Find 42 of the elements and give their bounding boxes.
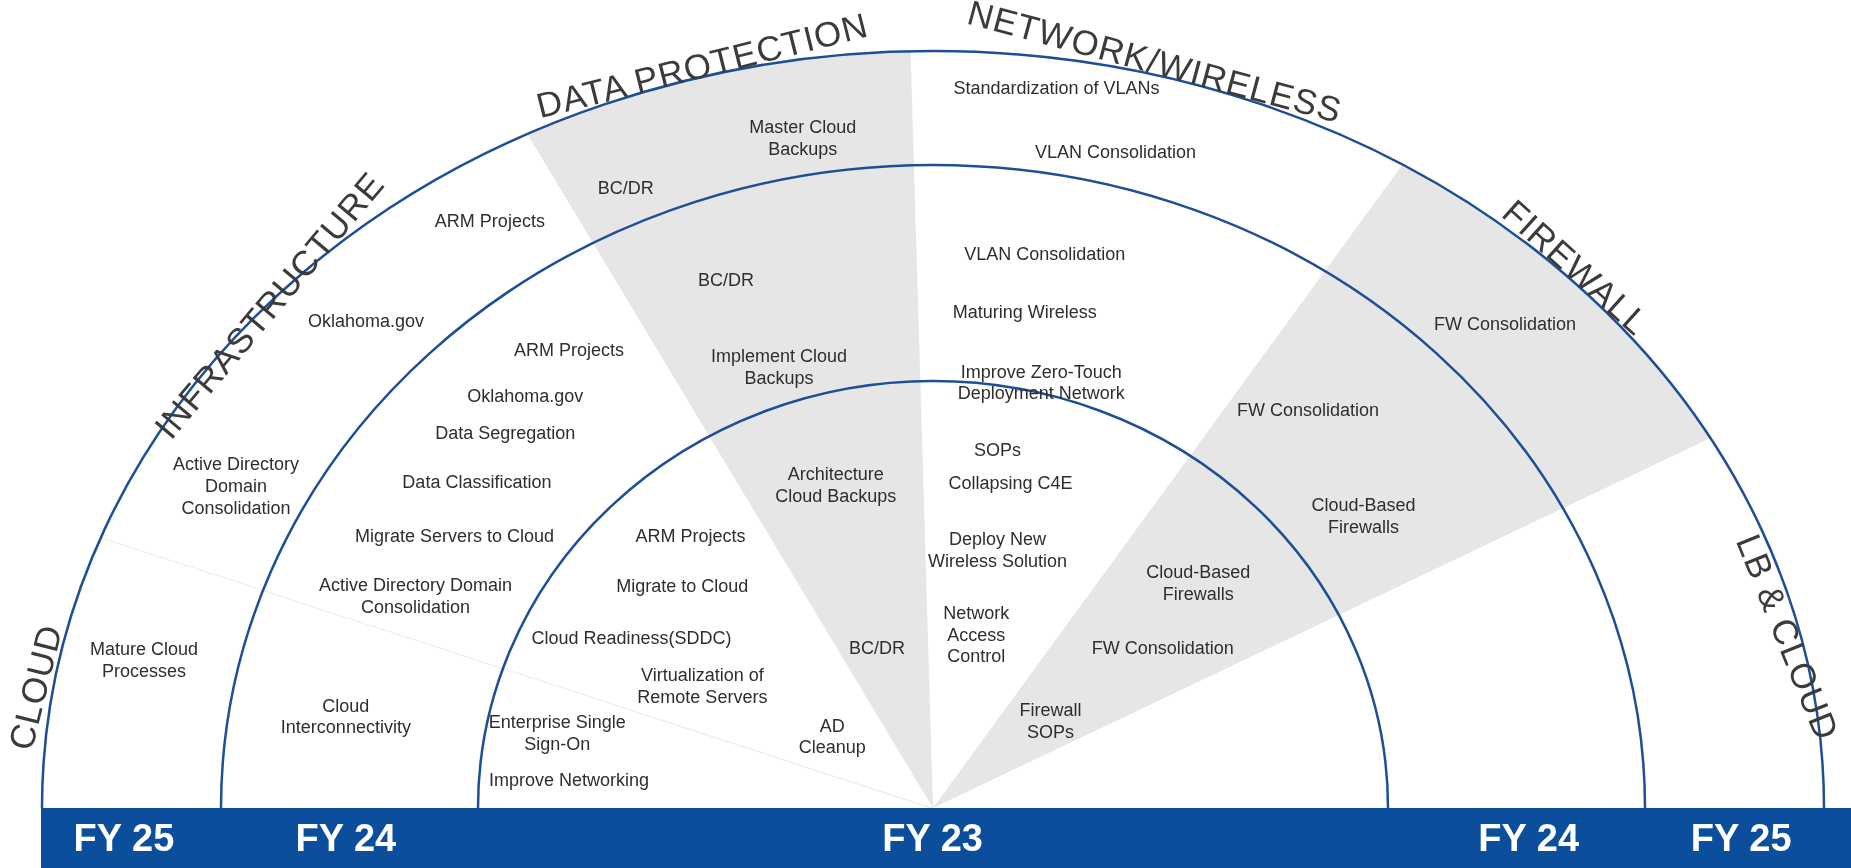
sector-title: CLOUD (3, 620, 68, 754)
initiative-text: Migrate Servers to Cloud (353, 526, 556, 548)
initiative-text: Migrate to Cloud (615, 575, 750, 598)
initiative-text: Virtualization of Remote Servers (636, 665, 769, 709)
initiative-text: Implement Cloud Backups (710, 346, 849, 390)
initiative-text: Improve Zero-Touch Deployment Network (956, 362, 1126, 406)
initiative-text: SOPs (973, 440, 1022, 462)
initiative-text: Enterprise Single Sign-On (487, 712, 627, 756)
initiative-text: Improve Networking (487, 770, 650, 793)
fiscal-year-label: FY 23 (882, 816, 983, 860)
initiative-text: Maturing Wireless (951, 302, 1098, 324)
initiative-text: Network Access Control (942, 602, 1011, 668)
initiative-text: Cloud Readiness(SDDC) (530, 627, 733, 650)
initiative-text: FW Consolidation (1090, 638, 1235, 661)
initiative-text: Firewall SOPs (1018, 700, 1083, 745)
initiative-text: Deploy New Wireless Solution (926, 529, 1069, 573)
fiscal-year-label: FY 24 (295, 816, 397, 860)
initiative-text: VLAN Consolidation (963, 244, 1127, 266)
initiative-text: Mature Cloud Processes (89, 639, 200, 683)
fiscal-year-label: FY 25 (73, 816, 175, 860)
initiative-text: BC/DR (596, 178, 655, 200)
initiative-text: Architecture Cloud Backups (774, 464, 898, 508)
initiative-text: Active Directory Domain Consolidation (318, 575, 514, 619)
initiative-text: Cloud-Based Firewalls (1145, 562, 1252, 606)
initiative-text: BC/DR (848, 638, 907, 661)
initiative-text: Oklahoma.gov (466, 385, 585, 408)
initiative-text: Master Cloud Backups (748, 117, 858, 161)
initiative-text: FW Consolidation (1235, 400, 1380, 422)
initiative-text: Data Segregation (434, 423, 577, 446)
initiative-text: Cloud-Based Firewalls (1310, 495, 1417, 539)
initiative-text: AD Cleanup (797, 716, 867, 760)
initiative-text: BC/DR (697, 270, 755, 292)
initiative-text: Cloud Interconnectivity (279, 696, 412, 740)
initiative-text: ARM Projects (634, 526, 747, 548)
initiative-text: VLAN Consolidation (1034, 142, 1198, 165)
initiative-text: ARM Projects (433, 211, 546, 233)
fiscal-year-label: FY 25 (1690, 816, 1792, 860)
initiative-text: Collapsing C4E (947, 473, 1074, 495)
initiative-text: Active Directory Domain Consolidation (172, 453, 301, 519)
initiative-text: ARM Projects (512, 339, 625, 362)
initiative-text: Data Classification (401, 472, 553, 494)
fiscal-year-label: FY 24 (1478, 816, 1580, 860)
